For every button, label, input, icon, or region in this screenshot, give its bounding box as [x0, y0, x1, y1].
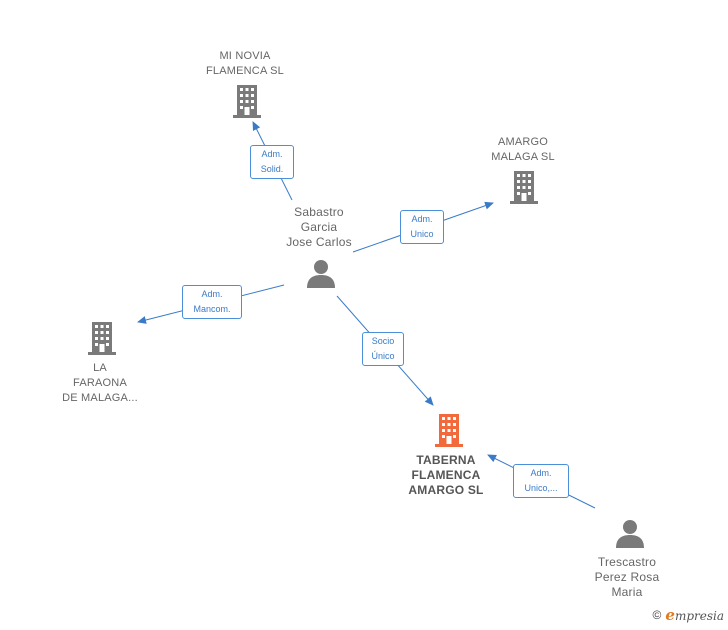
- copyright-symbol: ©: [652, 608, 662, 622]
- building-icon[interactable]: [233, 85, 261, 118]
- edge-label-adm-mancom[interactable]: Adm. Mancom.: [182, 285, 242, 319]
- person-icon[interactable]: [616, 520, 644, 548]
- building-icon[interactable]: [510, 171, 538, 204]
- edge-label-adm-unico[interactable]: Adm. Unico: [400, 210, 444, 244]
- node-label-la-faraona[interactable]: LA FARAONA DE MALAGA...: [62, 362, 138, 404]
- building-icon[interactable]: [88, 322, 116, 355]
- main-building-icon[interactable]: [435, 414, 463, 447]
- node-label-amargo-malaga[interactable]: AMARGO MALAGA SL: [491, 136, 555, 163]
- footer: © empresia: [653, 606, 724, 624]
- node-label-sabastro[interactable]: Sabastro Garcia Jose Carlos: [286, 205, 352, 249]
- brand-logo[interactable]: empresia: [665, 606, 724, 624]
- edge-label-socio-unico[interactable]: Socio Único: [362, 332, 404, 366]
- node-label-trescastro[interactable]: Trescastro Perez Rosa Maria: [594, 555, 660, 599]
- person-icon[interactable]: [307, 260, 335, 288]
- edge-label-adm-solid[interactable]: Adm. Solid.: [250, 145, 294, 179]
- node-label-taberna[interactable]: TABERNA FLAMENCA AMARGO SL: [408, 453, 484, 497]
- node-label-mi-novia[interactable]: MI NOVIA FLAMENCA SL: [205, 50, 284, 77]
- edge-label-adm-unico-2[interactable]: Adm. Unico,...: [513, 464, 569, 498]
